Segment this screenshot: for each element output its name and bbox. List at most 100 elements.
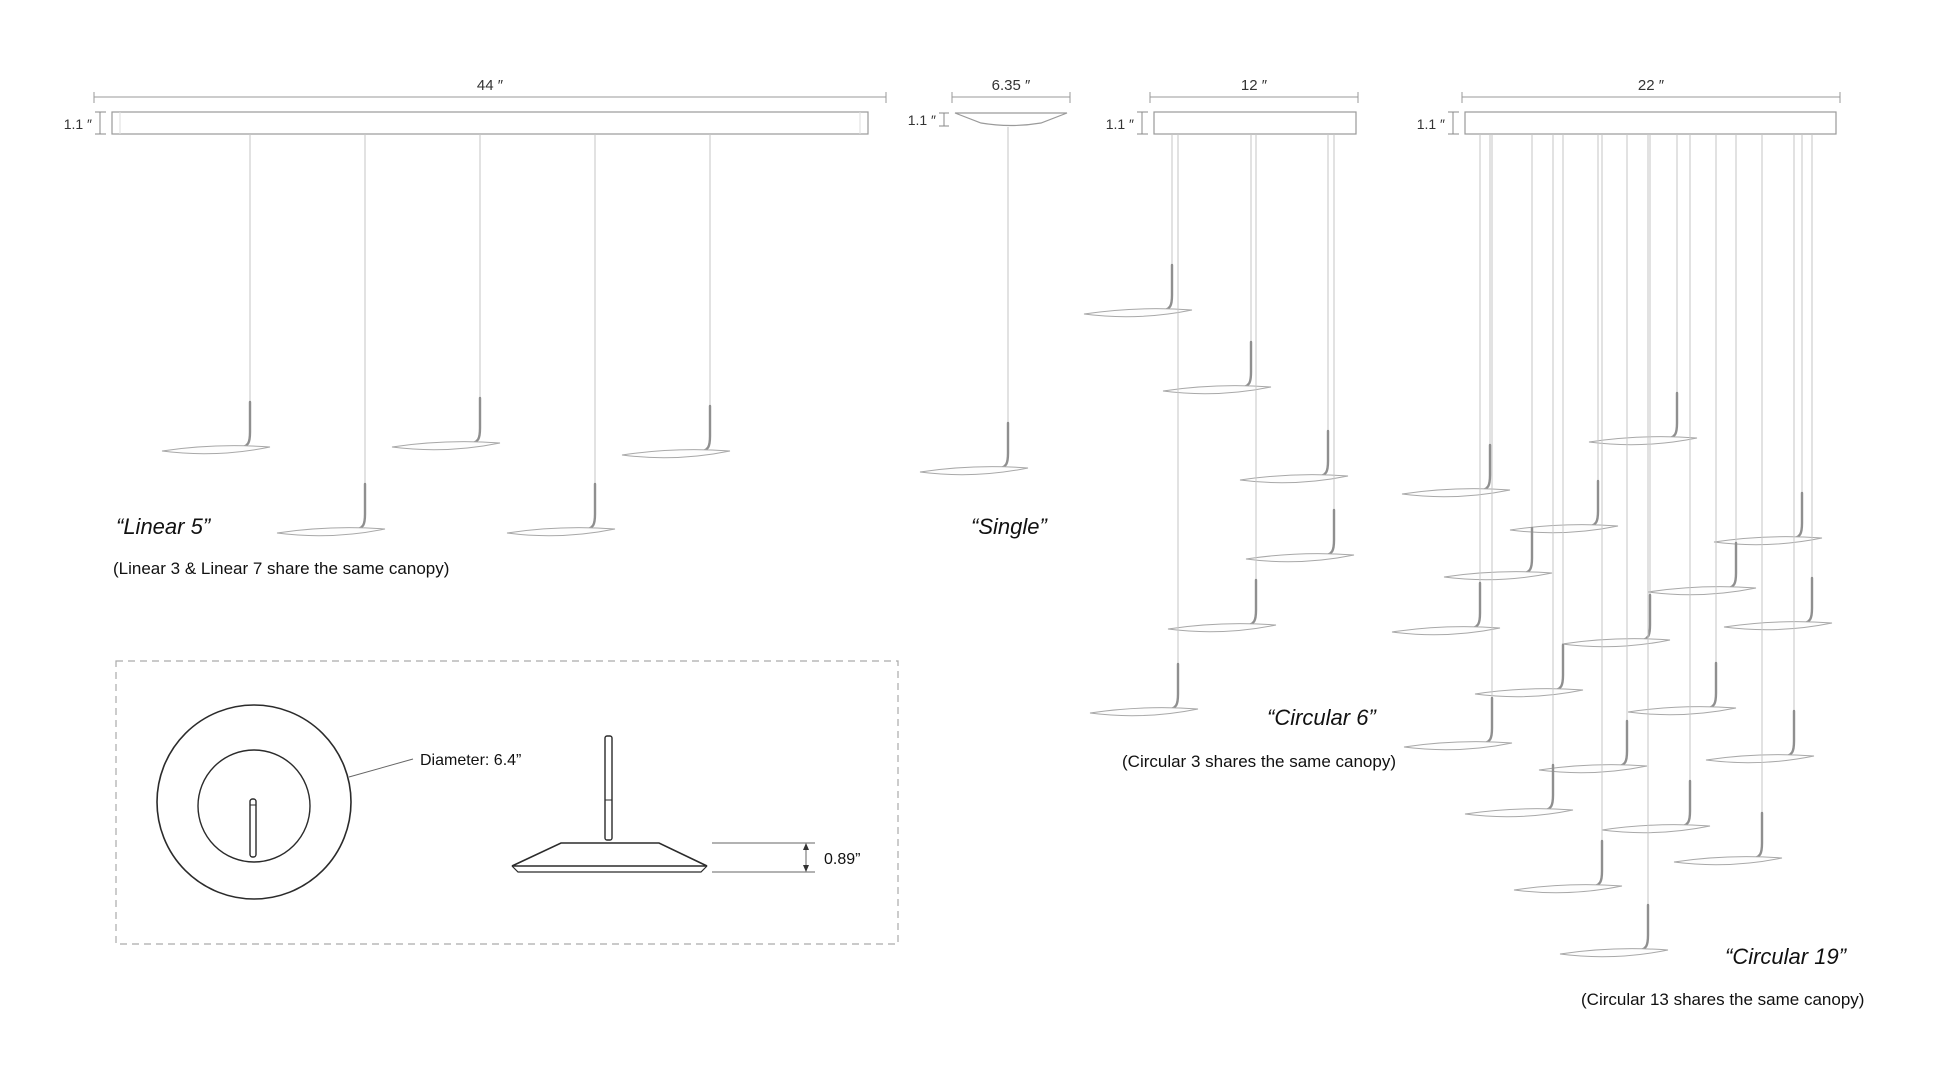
stem-top-view bbox=[249, 798, 257, 858]
pendant-head bbox=[275, 482, 387, 537]
stem-side-view bbox=[604, 735, 613, 841]
pendant bbox=[1442, 134, 1554, 581]
pendant bbox=[1082, 134, 1194, 318]
pendant-head bbox=[1088, 662, 1200, 717]
single-group: 6.35 ″ 1.1 ″ “Single” bbox=[908, 77, 1071, 539]
circular19-group: 22 ″ 1.1 ″ “Circular 19” (Circular 13 sh… bbox=[1390, 77, 1864, 1009]
pendant-head bbox=[1626, 661, 1738, 716]
pendant bbox=[1646, 134, 1758, 596]
circular6-canopy-height-label: 1.1 ″ bbox=[1106, 116, 1134, 132]
pendant bbox=[1722, 134, 1834, 631]
circular6-canopy bbox=[1153, 111, 1357, 135]
circular19-canopy bbox=[1464, 111, 1837, 135]
linear5-width-dimension: 44 ″ bbox=[93, 77, 887, 103]
pendant bbox=[1400, 134, 1512, 498]
circular19-pendants bbox=[1390, 134, 1834, 958]
linear5-title: “Linear 5” bbox=[116, 514, 212, 539]
pendant bbox=[620, 134, 732, 459]
pendant bbox=[1587, 134, 1699, 446]
pendant-head bbox=[1722, 576, 1834, 631]
pendant-head bbox=[1587, 391, 1699, 446]
single-canopy-height-marker: 1.1 ″ bbox=[908, 112, 949, 128]
detail-box-group: Diameter: 6.4” 0.89” bbox=[115, 660, 899, 945]
arrowhead-up bbox=[803, 843, 809, 850]
pendant-head bbox=[918, 421, 1030, 476]
pendant-head bbox=[1463, 763, 1575, 818]
single-canopy bbox=[954, 112, 1068, 127]
pendant-head bbox=[1560, 593, 1672, 648]
diameter-label: Diameter: 6.4” bbox=[420, 752, 521, 769]
circular6-group: 12 ″ 1.1 ″ “Circular 6” (Circular 3 shar… bbox=[1082, 77, 1396, 771]
pendant bbox=[1704, 134, 1816, 764]
single-width-dimension: 6.35 ″ bbox=[951, 77, 1071, 103]
pendant bbox=[918, 127, 1030, 476]
pendant bbox=[1088, 134, 1200, 717]
circular19-canopy-height-label: 1.1 ″ bbox=[1417, 116, 1445, 132]
shade-outer-circle bbox=[156, 704, 352, 900]
pendant bbox=[390, 134, 502, 451]
shade-side-view bbox=[511, 842, 708, 867]
pendant-head bbox=[1442, 526, 1554, 581]
linear5-canopy-height-marker: 1.1 ″ bbox=[64, 111, 106, 135]
circular19-canopy-height-marker: 1.1 ″ bbox=[1417, 111, 1459, 135]
pendant bbox=[1537, 134, 1649, 774]
circular6-width-dimension: 12 ″ bbox=[1149, 77, 1359, 103]
single-title: “Single” bbox=[971, 514, 1048, 539]
pendant bbox=[505, 134, 617, 537]
detail-top-view: Diameter: 6.4” bbox=[156, 704, 521, 900]
pendant bbox=[1166, 134, 1278, 633]
circular6-canopy-height-marker: 1.1 ″ bbox=[1106, 111, 1148, 135]
single-width-label: 6.35 ″ bbox=[992, 77, 1031, 94]
pendant bbox=[1390, 134, 1502, 636]
diameter-leader-line bbox=[348, 758, 414, 778]
pendant-head bbox=[1712, 491, 1824, 546]
circular6-pendants bbox=[1082, 134, 1356, 717]
circular6-caption: (Circular 3 shares the same canopy) bbox=[1122, 752, 1396, 771]
pendant-head bbox=[505, 482, 617, 537]
pendant bbox=[1463, 134, 1575, 818]
pendant bbox=[1402, 134, 1514, 751]
pendant-head bbox=[1672, 811, 1784, 866]
pendant-head bbox=[1473, 643, 1585, 698]
pendant bbox=[1712, 134, 1824, 546]
shade-inner-circle bbox=[197, 749, 311, 863]
pendant-head bbox=[1512, 839, 1624, 894]
pendant bbox=[1512, 134, 1624, 894]
pendant-head bbox=[1082, 263, 1194, 318]
pendant-head bbox=[1400, 443, 1512, 498]
circular19-caption: (Circular 13 shares the same canopy) bbox=[1581, 990, 1864, 1009]
linear5-group: 44 ″ 1.1 ″ “Linear 5” (Linear 3 & Linear… bbox=[64, 77, 887, 578]
circular6-width-label: 12 ″ bbox=[1241, 77, 1268, 94]
pendant-head bbox=[620, 404, 732, 459]
pendant-head bbox=[160, 400, 272, 455]
linear5-canopy bbox=[111, 111, 869, 135]
shade-rim bbox=[511, 865, 708, 873]
pendant bbox=[1558, 134, 1670, 958]
pendant bbox=[160, 134, 272, 455]
pendant-head bbox=[1402, 696, 1514, 751]
linear5-pendants bbox=[160, 134, 732, 537]
pendant-head bbox=[390, 396, 502, 451]
pendant bbox=[1626, 134, 1738, 716]
pendant bbox=[275, 134, 387, 537]
linear5-canopy-height-label: 1.1 ″ bbox=[64, 116, 92, 132]
circular19-width-label: 22 ″ bbox=[1638, 77, 1665, 94]
pendant-head bbox=[1166, 578, 1278, 633]
detail-dashed-border bbox=[115, 660, 899, 945]
circular19-width-dimension: 22 ″ bbox=[1461, 77, 1841, 103]
shade-height-label: 0.89” bbox=[824, 851, 860, 868]
pendant bbox=[1672, 134, 1784, 866]
single-pendants bbox=[918, 127, 1030, 476]
pendant-head bbox=[1600, 779, 1712, 834]
pendant-head bbox=[1244, 508, 1356, 563]
pendant-head bbox=[1390, 581, 1502, 636]
linear5-caption: (Linear 3 & Linear 7 share the same cano… bbox=[113, 559, 449, 578]
pendant bbox=[1473, 134, 1585, 698]
pendant bbox=[1238, 134, 1350, 484]
circular19-title: “Circular 19” bbox=[1725, 944, 1848, 969]
pendant-head bbox=[1537, 719, 1649, 774]
pendant bbox=[1244, 134, 1356, 563]
pendant bbox=[1600, 134, 1712, 834]
